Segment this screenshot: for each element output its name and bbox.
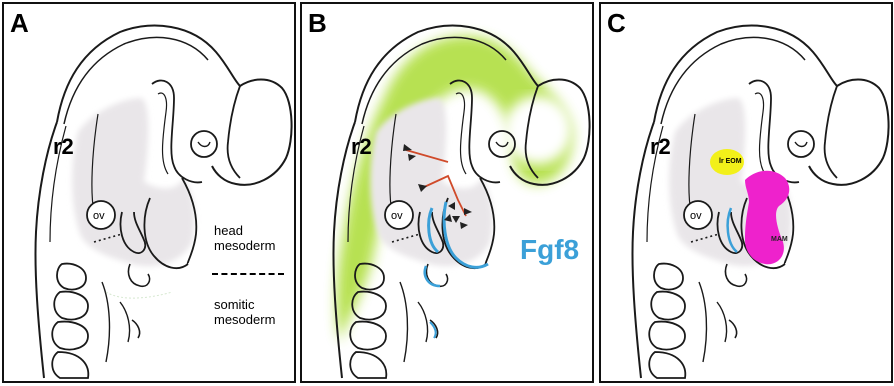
r2-label: r2 <box>53 134 74 160</box>
panel-frame <box>300 2 594 383</box>
ov-label: ov <box>690 210 702 222</box>
panel-letter: A <box>10 8 29 39</box>
mam-label: MAM <box>771 236 788 243</box>
lr-eom-label: lr EOM <box>719 158 742 165</box>
panel-a: A r2 ov head mesoderm somitic mesoderm <box>2 2 296 383</box>
panel-letter: C <box>607 8 626 39</box>
somitic-mesoderm-label: somitic mesoderm <box>214 297 275 327</box>
panel-frame <box>599 2 893 383</box>
fgf8-label: Fgf8 <box>520 234 579 266</box>
ov-label: ov <box>93 210 105 222</box>
r2-label: r2 <box>351 134 372 160</box>
ov-label: ov <box>391 210 403 222</box>
mesoderm-divider <box>212 273 284 275</box>
panel-b: B r2 ov Fgf8 <box>300 2 594 383</box>
r2-label: r2 <box>650 134 671 160</box>
panel-c: C r2 ov lr EOM MAM <box>599 2 893 383</box>
head-mesoderm-label: head mesoderm <box>214 223 275 253</box>
panel-letter: B <box>308 8 327 39</box>
